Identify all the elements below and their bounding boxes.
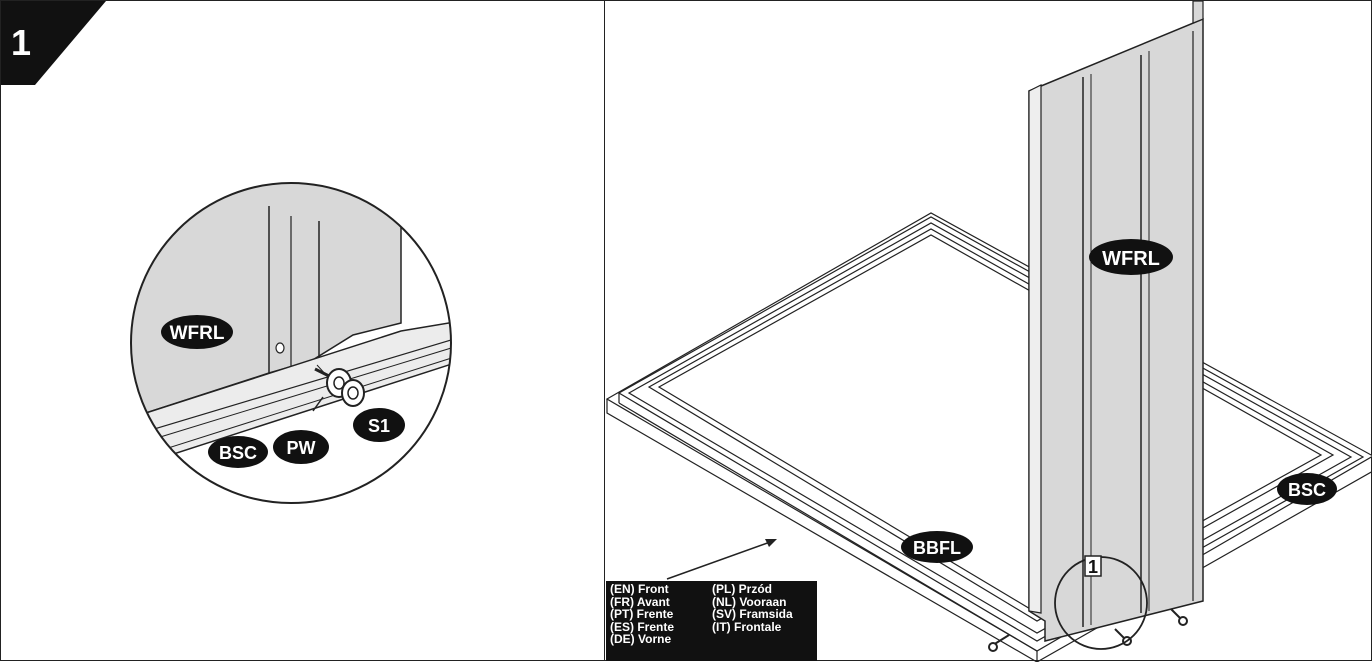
callout-main-bsc: BSC [1277, 473, 1337, 505]
svg-text:PW: PW [287, 438, 316, 458]
callout-s1: S1 [353, 408, 405, 442]
svg-text:WFRL: WFRL [1102, 248, 1160, 270]
legend-item: (SV) Framsida [712, 607, 793, 622]
callout-wfrl: WFRL [161, 315, 233, 349]
callout-pw: PW [273, 430, 329, 464]
step-number: 1 [11, 22, 31, 63]
legend-column-left: (EN) Front (FR) Avant (PT) Frente (ES) F… [610, 583, 674, 646]
step-badge [1, 1, 106, 85]
front-direction-arrow-icon [666, 539, 777, 580]
svg-text:BBFL: BBFL [913, 538, 961, 558]
detail-illustration: 1 [1, 1, 452, 504]
legend-item: (EN) Front [610, 582, 669, 596]
wall-panel-wfrl [1028, 1, 1204, 642]
legend-column-right: (PL) Przód (NL) Vooraan (SV) Framsida (I… [712, 583, 793, 633]
detail-panel: 1 [0, 0, 606, 661]
assembly-panel: 1 WFRL BSC BBFL [604, 0, 1372, 662]
legend-item: (DE) Vorne [610, 632, 672, 647]
legend-item: (ES) Frente [610, 619, 675, 634]
legend-item: (NL) Vooraan [712, 594, 787, 609]
legend-item: (IT) Frontale [712, 619, 782, 634]
legend-item: (PL) Przód [712, 582, 772, 596]
callout-bsc: BSC [208, 436, 268, 468]
front-direction-legend: (EN) Front (FR) Avant (PT) Frente (ES) F… [606, 581, 817, 661]
svg-text:BSC: BSC [219, 443, 257, 463]
svg-text:WFRL: WFRL [170, 323, 225, 344]
svg-text:BSC: BSC [1288, 480, 1326, 500]
legend-item: (PT) Frente [610, 607, 674, 622]
callout-main-bbfl: BBFL [901, 531, 973, 563]
assembly-illustration: 1 WFRL BSC BBFL [605, 1, 1372, 662]
callout-main-wfrl: WFRL [1089, 239, 1173, 275]
svg-text:S1: S1 [368, 416, 390, 436]
detail-reference-number: 1 [1088, 557, 1098, 577]
legend-item: (FR) Avant [610, 594, 670, 609]
